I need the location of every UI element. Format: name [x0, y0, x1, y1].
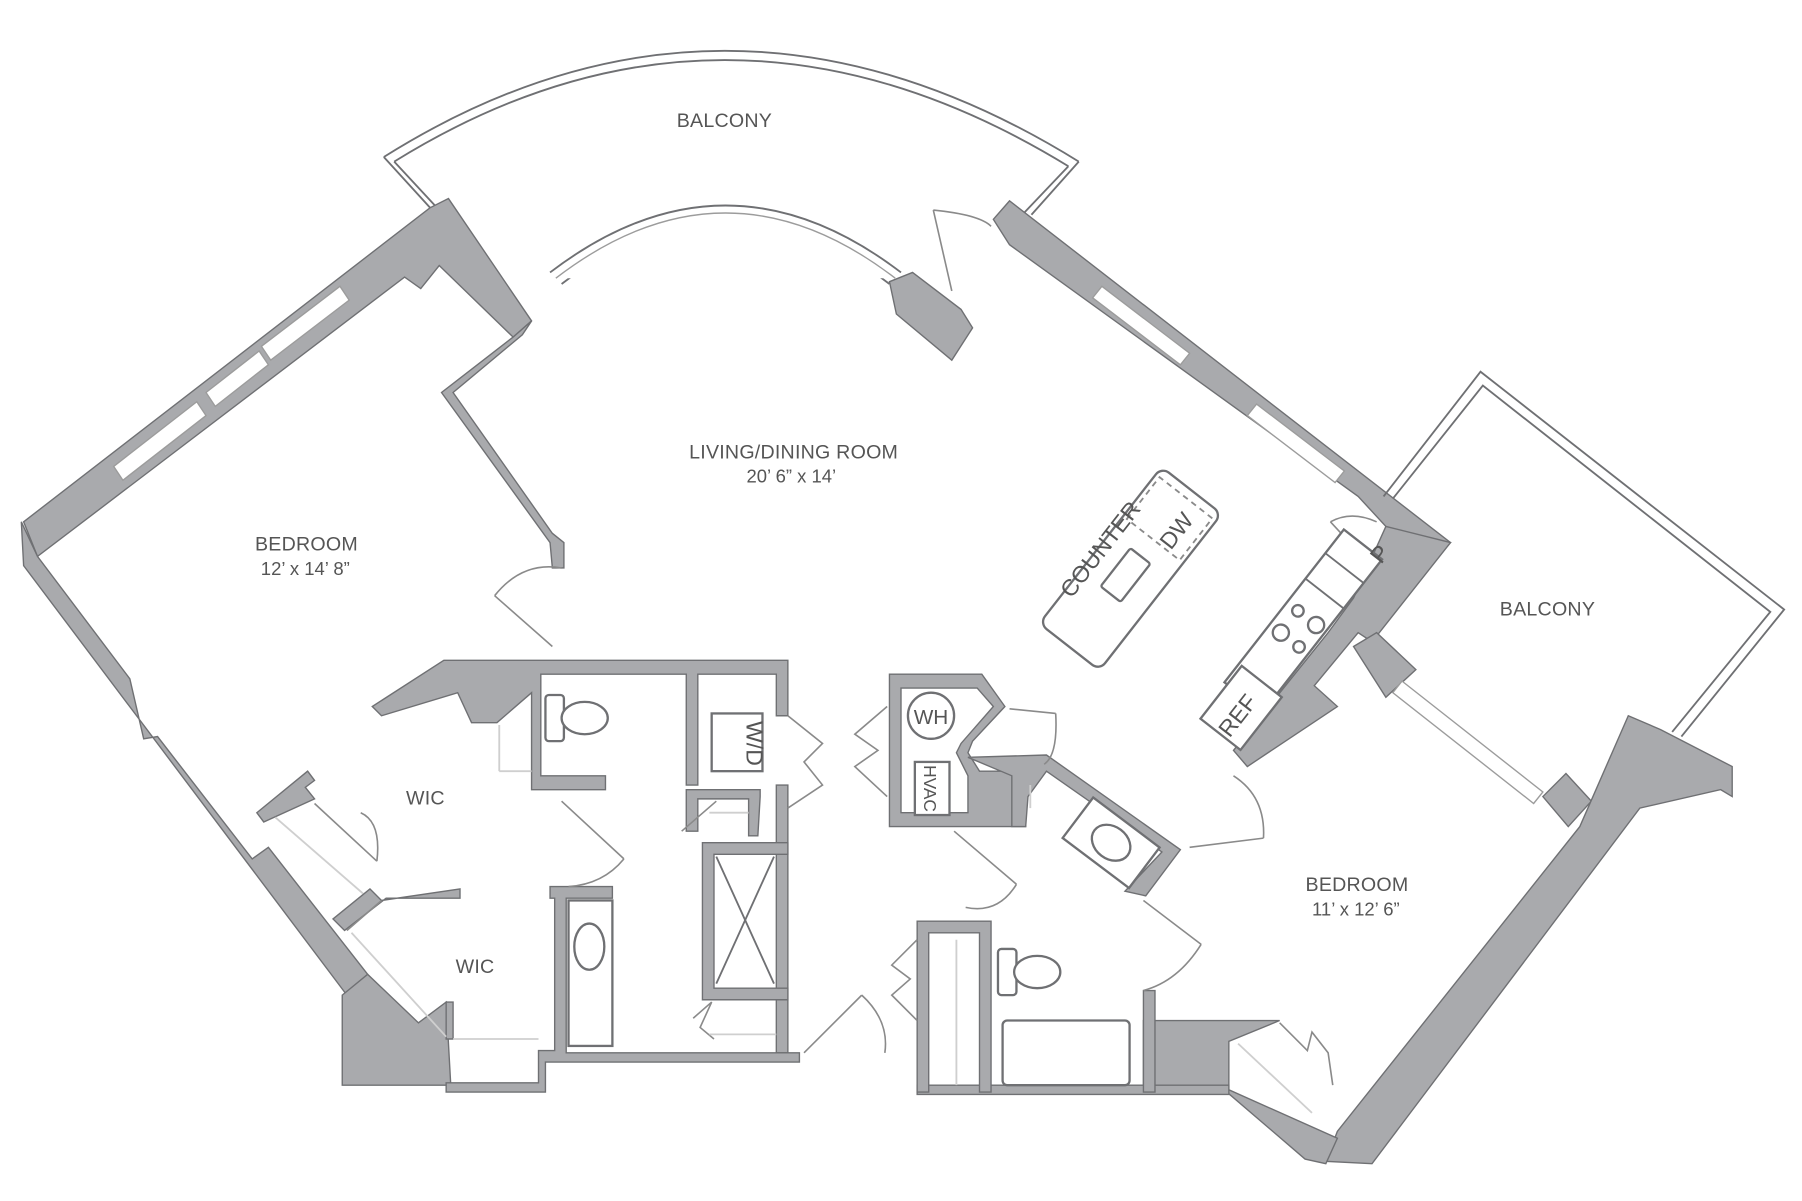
living-room-label: LIVING/DINING ROOM	[689, 441, 898, 463]
door-swings	[313, 209, 1377, 1086]
wall-right-exterior	[1324, 714, 1733, 1165]
wall-right-bath-lower	[916, 920, 992, 1093]
bedroom-right-dims: 11’ x 12’ 6”	[1312, 898, 1400, 919]
closet-shelves	[274, 724, 1313, 1114]
wall-kitchen-corner	[1232, 525, 1452, 768]
wall-lower-left-block	[341, 973, 452, 1086]
water-heater-label: WH	[914, 706, 949, 729]
dishwasher-outline	[1125, 475, 1214, 562]
wall-laundry-box	[685, 788, 761, 837]
bedroom-left-label: BEDROOM	[255, 534, 358, 556]
refrigerator-box	[1198, 664, 1284, 752]
wall-living-top-right	[888, 271, 974, 362]
bedroom-right-label: BEDROOM	[1306, 874, 1409, 896]
wall-living-upper-right	[992, 199, 1452, 565]
toilet-left-bowl	[560, 700, 609, 736]
wic-lower-label: WIC	[456, 956, 495, 978]
windows	[112, 285, 1544, 805]
wall-right-bath-right	[1142, 989, 1156, 1093]
toilet-right-bowl	[1012, 954, 1062, 990]
balcony-top-label: BALCONY	[677, 110, 772, 132]
sink-right	[1090, 823, 1132, 862]
wall-bottom-right	[916, 1084, 1230, 1096]
living-room-dims: 20’ 6” x 14’	[746, 466, 836, 487]
burner-3	[1290, 603, 1305, 618]
balcony-right-label: BALCONY	[1500, 598, 1595, 620]
wall-wic-lower	[445, 1001, 454, 1040]
vanity-left	[567, 899, 614, 1048]
wall-living-bedroom	[440, 320, 565, 569]
washer-dryer-label: W/D	[741, 721, 767, 766]
wall-left-bedroom-top	[22, 197, 533, 558]
wall-balcony-divider	[1352, 631, 1417, 699]
wall-wic-partition	[255, 770, 316, 823]
burner-2	[1292, 639, 1306, 654]
island-sink	[1100, 547, 1151, 603]
washer-dryer-box	[710, 712, 764, 773]
sink-left	[573, 922, 606, 971]
bedroom-left-dims: 12’ x 14’ 8”	[261, 558, 350, 579]
wall-shower-box	[701, 842, 789, 1001]
hvac-label: HVAC	[920, 765, 940, 812]
burner-4	[1306, 615, 1326, 635]
wall-wic-middle	[331, 887, 461, 932]
wic-upper-label: WIC	[406, 788, 445, 810]
bathtub-right	[1001, 1019, 1131, 1087]
wall-left-core-top	[371, 659, 789, 791]
wall-left-exterior	[20, 521, 369, 997]
balcony-top-area	[383, 49, 1080, 216]
wall-laundry-right	[775, 784, 789, 1054]
water-heater-circle	[906, 691, 956, 740]
living-curved-window	[549, 204, 902, 285]
fixtures	[544, 469, 1384, 1087]
burner-1	[1271, 623, 1291, 642]
wall-left-bath-inner	[445, 885, 801, 1093]
hvac-box	[913, 760, 951, 817]
balcony-right-area	[1382, 370, 1786, 738]
